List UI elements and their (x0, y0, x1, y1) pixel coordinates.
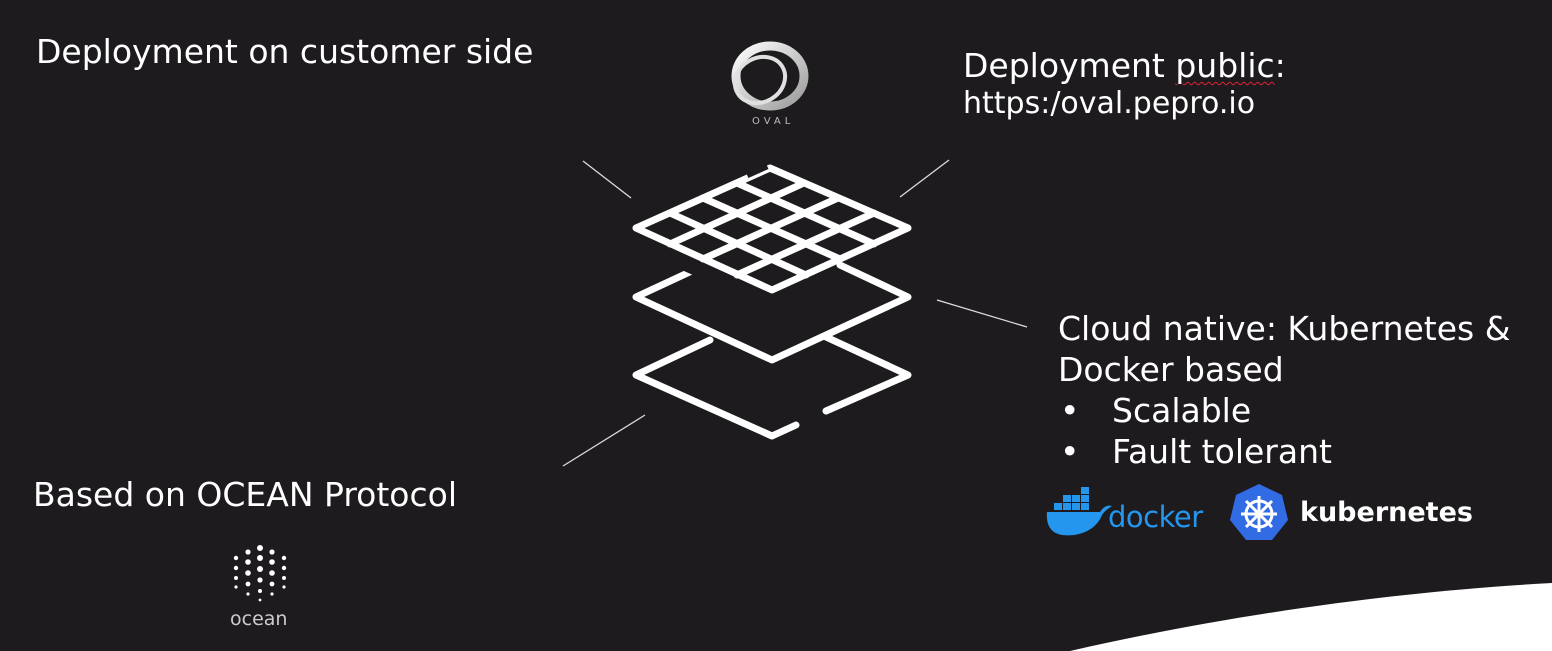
kubernetes-logo-label: kubernetes (1300, 497, 1473, 528)
connector-line-right (936, 299, 1028, 328)
oval-logo-label: OVAL (752, 116, 795, 127)
bullet-item-scalable: • Scalable (1058, 390, 1510, 431)
bullet-marker: • (1060, 391, 1080, 430)
public-title-suffix: : (1274, 46, 1286, 85)
connector-line-top-right (899, 159, 950, 198)
docker-logo-label: docker (1108, 500, 1203, 534)
bullet-item-fault-tolerant: • Fault tolerant (1058, 431, 1510, 472)
connector-line-bottom-left (562, 414, 646, 467)
bullet-text: Fault tolerant (1112, 432, 1332, 471)
bullet-text: Scalable (1112, 391, 1252, 430)
connector-line-top-left (582, 160, 632, 199)
cloud-native-block: Cloud native: Kubernetes & Docker based … (1058, 308, 1510, 472)
public-deployment-title: Deployment public: (963, 46, 1286, 85)
public-title-prefix: Deployment (963, 46, 1176, 85)
bullet-marker: • (1060, 432, 1080, 471)
cloud-native-line-1: Cloud native: Kubernetes & (1058, 309, 1511, 348)
public-deployment-url: https:/oval.pepro.io (963, 86, 1256, 121)
public-title-word: public (1175, 46, 1275, 85)
ocean-logo-label: ocean (230, 608, 288, 630)
customer-deployment-label: Deployment on customer side (36, 32, 534, 71)
ocean-protocol-label: Based on OCEAN Protocol (33, 475, 457, 514)
cloud-native-line-2: Docker based (1058, 350, 1284, 389)
